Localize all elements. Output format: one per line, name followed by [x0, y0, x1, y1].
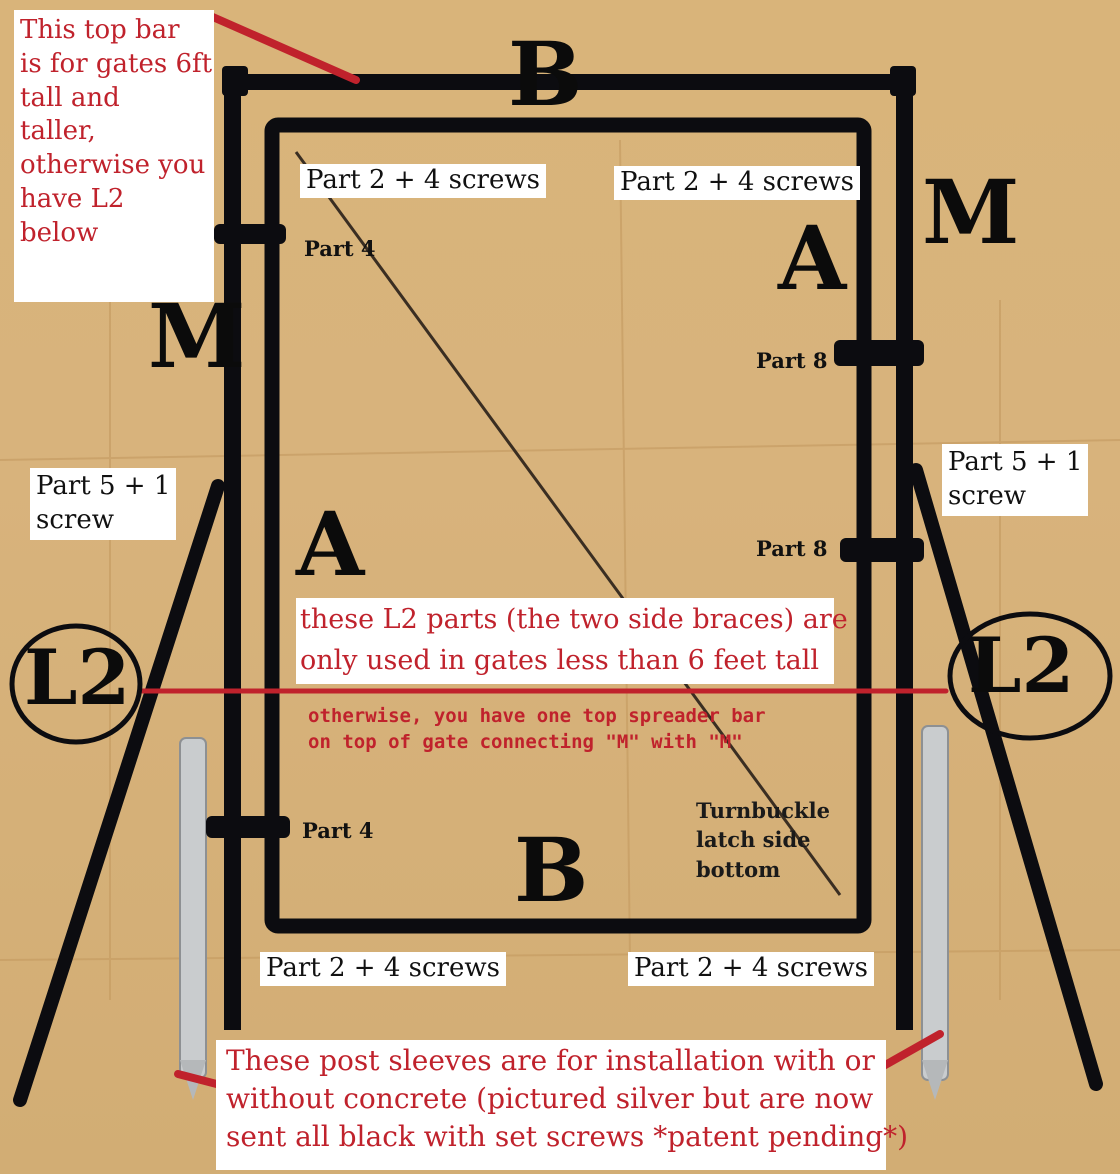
turnbuckle-label: Turnbuckle latch side bottom — [696, 796, 830, 884]
letter-a-left: A — [296, 500, 364, 588]
note-line: below — [20, 217, 208, 251]
label-line: bottom — [696, 855, 830, 884]
side-braces-note: these L2 parts (the two side braces) are… — [296, 598, 834, 684]
part4-label-bottom: Part 4 — [302, 818, 374, 843]
part5-label-right: Part 5 + 1 screw — [942, 444, 1088, 516]
label-line: Turnbuckle — [696, 796, 830, 825]
part8-label-bottom: Part 8 — [756, 536, 828, 561]
letter-l2-left: L2 — [24, 640, 130, 716]
post-sleeve-left — [180, 738, 206, 1100]
note-line: These post sleeves are for installation … — [226, 1042, 876, 1080]
letter-l2-right: L2 — [968, 628, 1074, 704]
note-line: This top bar — [20, 14, 208, 48]
letter-b-top: B — [508, 30, 582, 118]
label-line: screw — [36, 504, 170, 538]
note-line: otherwise you — [20, 149, 208, 183]
note-line: taller, — [20, 115, 208, 149]
note-line: only used in gates less than 6 feet tall — [300, 641, 830, 682]
letter-a-right: A — [778, 214, 846, 302]
note-line: is for gates 6ft — [20, 48, 208, 82]
note-line: otherwise, you have one top spreader bar — [308, 704, 766, 730]
note-line: sent all black with set screws *patent p… — [226, 1118, 876, 1156]
post-left — [224, 72, 241, 1030]
part-label-top-left: Part 2 + 4 screws — [300, 164, 546, 198]
note-line: without concrete (pictured silver but ar… — [226, 1080, 876, 1118]
part8-label-top: Part 8 — [756, 348, 828, 373]
part5-label-left: Part 5 + 1 screw — [30, 468, 176, 540]
post-sleeves-note: These post sleeves are for installation … — [216, 1040, 886, 1170]
label-line: Part 5 + 1 — [948, 446, 1082, 480]
note-line: tall and — [20, 82, 208, 116]
spreader-note: otherwise, you have one top spreader bar… — [308, 704, 766, 755]
label-line: latch side — [696, 825, 830, 854]
letter-m-right: M — [922, 168, 1019, 256]
note-line: these L2 parts (the two side braces) are — [300, 600, 830, 641]
note-line: on top of gate connecting "M" with "M" — [308, 730, 766, 756]
letter-b-bottom: B — [514, 826, 588, 914]
part-label-bottom-left: Part 2 + 4 screws — [260, 952, 506, 986]
label-line: screw — [948, 480, 1082, 514]
part4-label-top: Part 4 — [304, 236, 376, 261]
note-line: have L2 — [20, 183, 208, 217]
part-label-top-right: Part 2 + 4 screws — [614, 166, 860, 200]
letter-m-left: M — [148, 292, 245, 380]
top-bar-note: This top bar is for gates 6ft tall and t… — [14, 10, 214, 302]
part-label-bottom-right: Part 2 + 4 screws — [628, 952, 874, 986]
label-line: Part 5 + 1 — [36, 470, 170, 504]
diagonal-cable — [296, 152, 840, 895]
